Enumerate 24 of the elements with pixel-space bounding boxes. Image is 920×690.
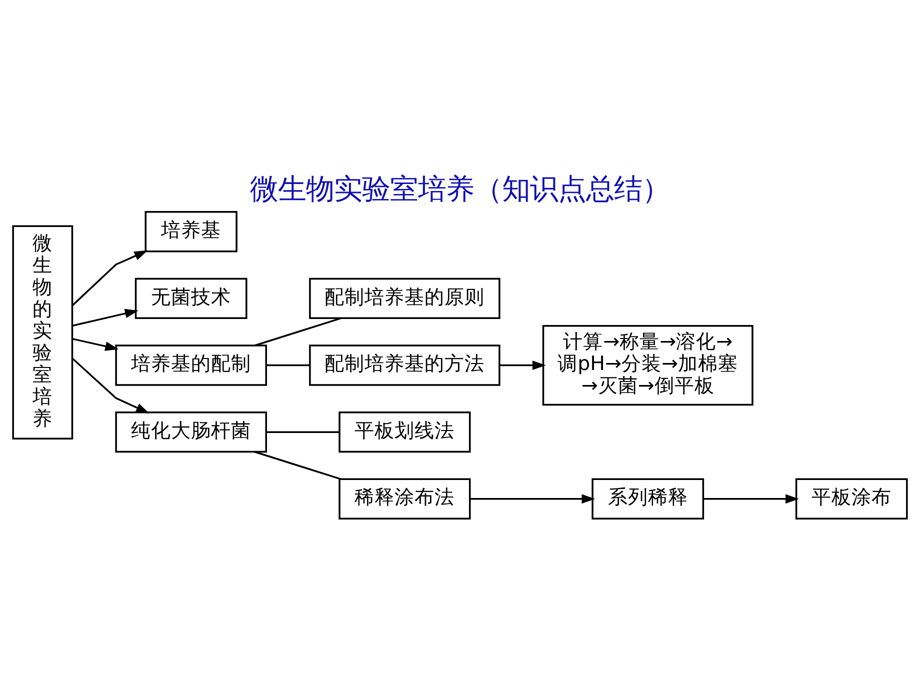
node-box: 配制培养基的原则 bbox=[309, 278, 500, 320]
arrow bbox=[72, 308, 138, 327]
arrow bbox=[500, 360, 546, 370]
node-box: 无菌技术 bbox=[134, 278, 248, 320]
arrow bbox=[72, 250, 148, 306]
connector bbox=[254, 451, 342, 480]
connector bbox=[266, 431, 340, 433]
node-box: 平板划线法 bbox=[338, 411, 471, 453]
node-box: 稀释涂布法 bbox=[338, 478, 471, 520]
diagram-title: 微生物实验室培养（知识点总结） bbox=[250, 172, 670, 206]
node-box: 纯化大肠杆菌 bbox=[115, 411, 267, 453]
node-box: 计算→称量→溶化→调pH→分装→加棉塞→灭菌→倒平板 bbox=[542, 324, 754, 406]
connector bbox=[266, 364, 310, 366]
arrow bbox=[704, 494, 799, 504]
arrow bbox=[470, 494, 596, 504]
node-box: 配制培养基的方法 bbox=[309, 344, 500, 386]
node-box: 平板涂布 bbox=[795, 478, 908, 520]
node-box: 系列稀释 bbox=[592, 478, 704, 520]
connector bbox=[254, 317, 342, 346]
node-box: 微生物的实验室培养 bbox=[12, 225, 74, 440]
node-box: 培养基 bbox=[144, 211, 238, 252]
arrow bbox=[72, 338, 119, 351]
node-box: 培养基的配制 bbox=[115, 344, 267, 386]
arrow bbox=[72, 358, 150, 414]
